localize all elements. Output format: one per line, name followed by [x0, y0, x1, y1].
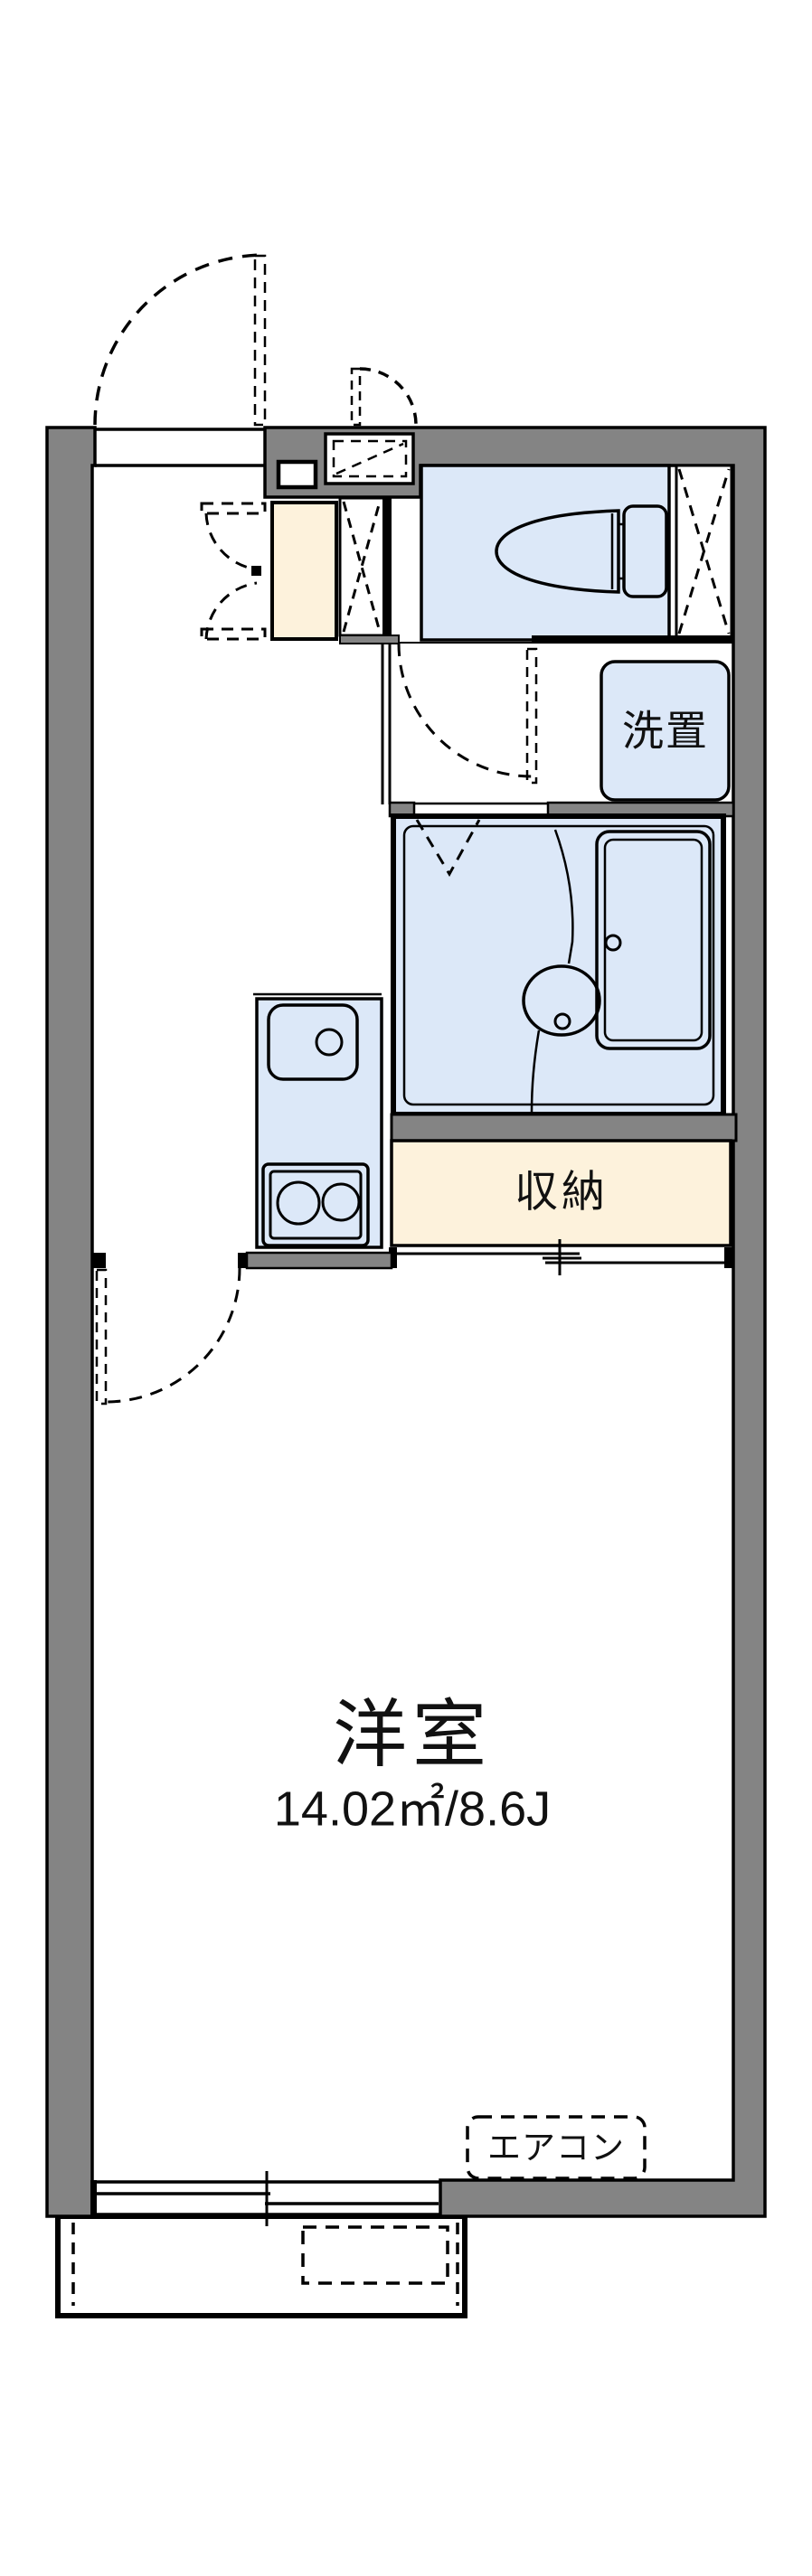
- meter-box: [276, 459, 318, 490]
- shoe-cabinet: [270, 501, 338, 641]
- entrance-closet: [200, 496, 400, 644]
- washroom-bath-wall: [388, 801, 735, 818]
- kitchen-sink-icon: [267, 1003, 359, 1081]
- toilet-window: [675, 464, 733, 639]
- storage-sliding-door: [389, 1239, 732, 1275]
- storage-closet: [389, 1113, 738, 1275]
- toilet-icon: [495, 504, 668, 598]
- entrance-door-swing: [93, 253, 418, 427]
- aircon-label: エアコン: [487, 2129, 625, 2167]
- hall-washroom-divider: [381, 644, 392, 804]
- wash-basin-icon: [522, 829, 601, 1113]
- left-wall: [45, 426, 97, 2218]
- room-entry: [92, 1251, 393, 1406]
- stove-icon: [261, 1162, 370, 1247]
- bathtub-icon: [595, 830, 712, 1050]
- bath-folding-door: [415, 819, 481, 878]
- genkan-storage: [338, 496, 400, 644]
- storage-label: 収納: [514, 1168, 609, 1217]
- bathroom: [391, 813, 726, 1117]
- toilet-room: [397, 464, 733, 785]
- western-room-area: 14.02㎡/8.6J: [273, 1782, 552, 1837]
- western-room-label: 洋室: [332, 1693, 493, 1776]
- balcony-step: [301, 2225, 449, 2285]
- sliding-window: [90, 2171, 440, 2226]
- aircon-box: [466, 2115, 647, 2180]
- room-door-swing: [95, 1267, 241, 1406]
- upper-shelf-box: [324, 432, 415, 485]
- kitchen-unit: [253, 992, 383, 1249]
- washer-space-box: [600, 660, 731, 802]
- entrance-opening: [95, 428, 265, 467]
- laundry-label: 洗置: [622, 707, 709, 755]
- toilet-door-swing: [397, 643, 538, 785]
- balcony: [55, 2214, 467, 2318]
